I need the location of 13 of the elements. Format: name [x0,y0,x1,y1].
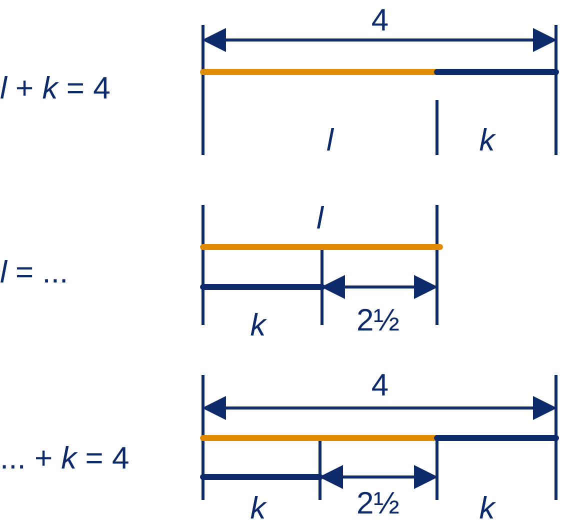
length-label: k [479,492,495,524]
length-label: k [250,310,266,340]
length-label: 2½ [356,304,400,336]
equation-label: ... + k = 4 [0,442,130,474]
length-label: l [326,124,334,156]
equation-label: l = ... [0,256,68,288]
equation-label: l + k = 4 [0,72,110,104]
length-label: 4 [371,370,389,400]
length-label: k [479,124,495,156]
length-label: k [250,492,266,524]
length-label: 2½ [356,488,400,518]
length-label: 4 [371,4,389,36]
length-label: l [316,202,324,234]
